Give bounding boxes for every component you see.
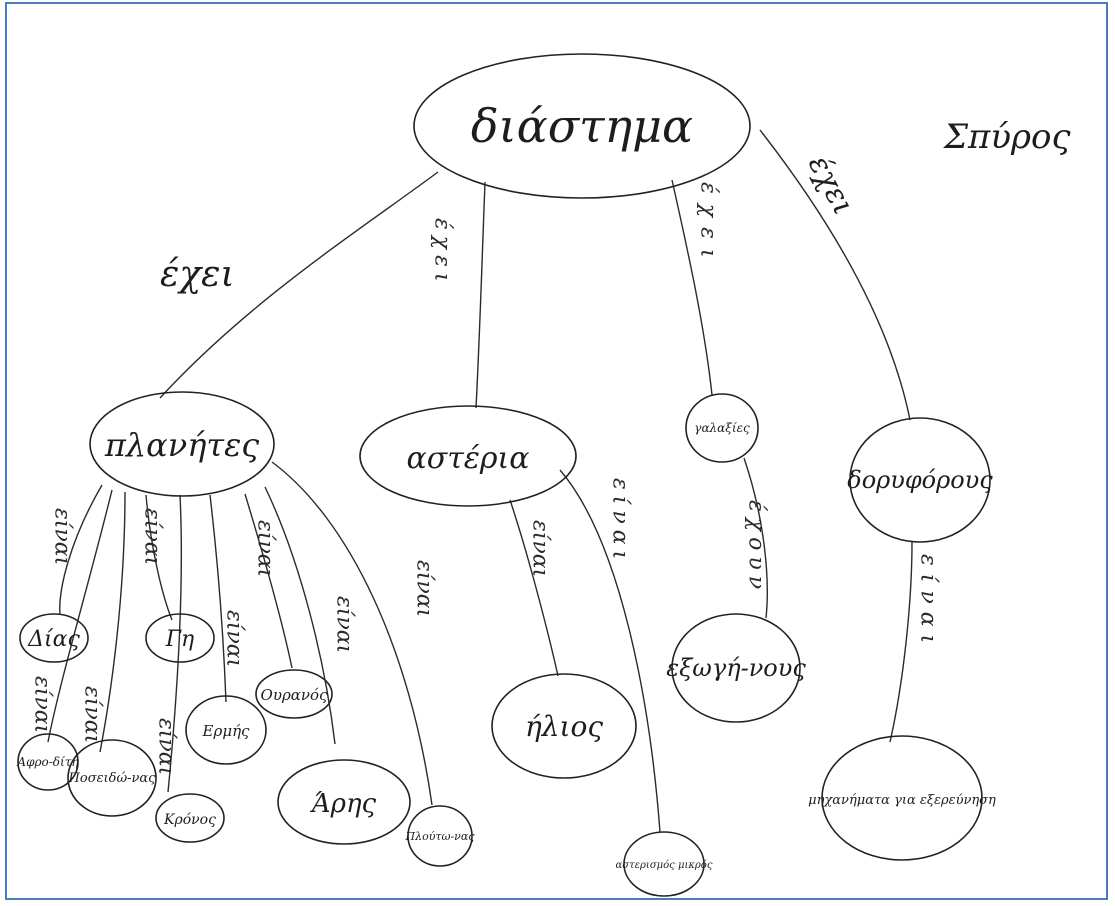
edge-planets-poseidon (99, 491, 126, 753)
edge-stars-sun (509, 499, 559, 677)
edge-label-poseidon: είναι (80, 686, 105, 743)
edge-label-has-galaxies: έχει (696, 182, 721, 268)
edge-planets-earth (145, 494, 173, 621)
edge-planets-hermes (209, 494, 227, 703)
node-uranus (255, 669, 333, 719)
edge-label-machines: είναι (916, 554, 941, 651)
node-stars-label: αστέρια (406, 441, 529, 476)
node-satellites (849, 417, 991, 543)
node-machines-label: μηχανήματα για εξερεύνηση (808, 793, 996, 808)
author-name: Σπύρος (942, 117, 1072, 157)
edge-root-stars (475, 181, 486, 409)
node-satellites-label: δορυφόρους (847, 466, 993, 494)
node-root-label: διάστημα (471, 99, 693, 153)
node-aphrodite (17, 733, 79, 791)
node-planets (89, 391, 275, 497)
node-galaxies (685, 393, 759, 463)
node-hermes (185, 695, 267, 765)
node-machines (821, 735, 983, 861)
edge-planets-uranus (244, 493, 293, 669)
node-sun-label: ήλιος (525, 710, 603, 743)
node-kronos-label: Κρόνος (163, 812, 216, 828)
node-poseidon-label: Ποσειδώ-νας (68, 771, 157, 786)
node-aliens-label: εξωγή-νους (666, 654, 806, 682)
edge-planets-aphrodite (47, 489, 113, 743)
node-sun (491, 673, 637, 779)
node-pluto-label: Πλούτω-νας (405, 830, 476, 843)
edge-label-hermes: είναι (222, 610, 247, 667)
edge-planets-pluto (271, 461, 433, 806)
node-zeus (19, 613, 89, 663)
edge-planets-zeus (59, 484, 103, 616)
node-earth-label: Γη (165, 627, 194, 652)
edge-label-earth: είναι (140, 508, 165, 565)
node-stars (359, 405, 577, 507)
edge-label-has-satellites: έχει (801, 149, 861, 220)
node-earth (145, 613, 215, 663)
edge-label-uranus: είναι (253, 520, 278, 577)
edge-root-galaxies (671, 179, 713, 396)
edge-label-has-planets: έχει (160, 254, 235, 295)
edge-label-ares: είναι (332, 596, 357, 653)
node-hermes-label: Ερμής (202, 722, 251, 740)
node-uranus-label: Ουρανός (261, 686, 329, 704)
node-constellation-label: αστερισμός μικρός (616, 860, 713, 871)
node-ares-label: Άρης (310, 789, 377, 819)
node-kronos (155, 793, 225, 843)
node-aphrodite-label: Αφρο-δίτη (16, 755, 79, 769)
node-ares (277, 759, 411, 845)
edge-galaxies-aliens (743, 457, 768, 619)
edge-label-zeus: είναι (50, 508, 75, 565)
edge-planets-ares (264, 486, 336, 745)
node-planets-label: πλανήτες (104, 426, 259, 464)
edge-root-planets (159, 171, 439, 399)
edge-label-aphrodite: είναι (30, 676, 55, 733)
node-aliens (671, 613, 801, 723)
edge-label-kronos: είναι (154, 718, 179, 775)
node-root (413, 53, 751, 199)
edge-label-constellation: είναι (608, 478, 633, 565)
node-constellation (623, 831, 705, 897)
edge-label-pluto: είναι (412, 560, 437, 617)
edge-satellites-machines (889, 541, 913, 743)
edge-label-sun: είναι (528, 520, 553, 577)
edge-label-has-stars: έχει (430, 218, 455, 288)
node-galaxies-label: γαλαξίες (694, 421, 750, 435)
edge-root-satellites (759, 129, 911, 421)
node-pluto (407, 805, 473, 867)
edge-planets-kronos (167, 494, 183, 793)
edge-label-aliens: έχουν (744, 500, 769, 595)
diagram-frame (5, 2, 1108, 900)
edge-stars-constellation (559, 469, 661, 833)
node-zeus-label: Δίας (27, 627, 80, 652)
node-poseidon (67, 739, 157, 817)
